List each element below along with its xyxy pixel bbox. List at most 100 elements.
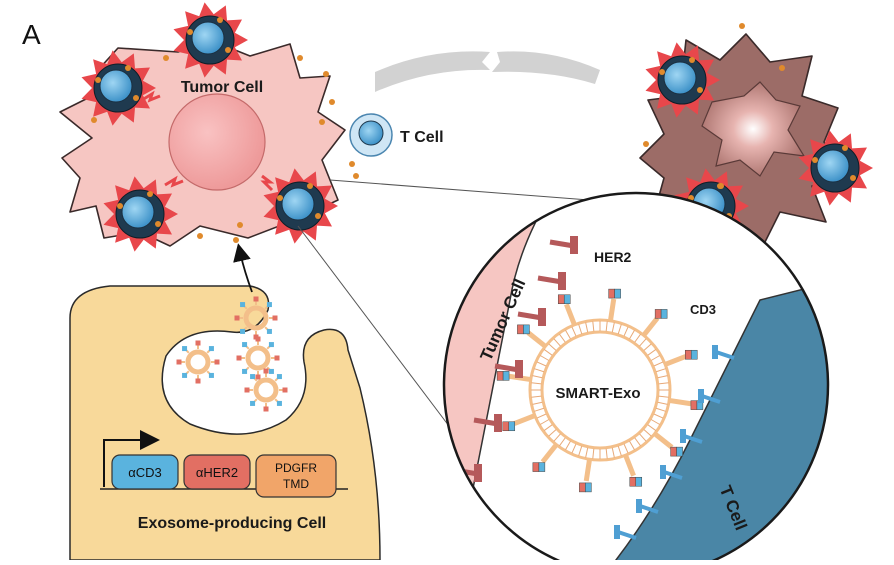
exosome-dot — [659, 69, 665, 75]
aher2-domain — [670, 446, 677, 457]
lipid-tail — [629, 440, 635, 451]
smart-exo-antibody — [653, 431, 683, 457]
lipid-tail — [531, 382, 542, 385]
cd3-stem — [663, 470, 683, 480]
exosome-dot — [217, 17, 223, 23]
lipid-tail — [647, 424, 657, 431]
cd3-stem — [617, 530, 637, 540]
her2-label: HER2 — [594, 249, 632, 265]
her2-head — [558, 272, 566, 290]
smart-exo-antibody — [502, 413, 536, 432]
engaged-t-cell — [645, 42, 720, 118]
pdgfr-stalk — [607, 298, 617, 322]
cd3-stem — [701, 394, 721, 404]
exosome-dot — [689, 57, 695, 63]
domain-aher2-label: αHER2 — [196, 465, 238, 480]
lipid-tail — [658, 395, 669, 398]
lipid-tail — [532, 401, 543, 405]
exosome-dot — [812, 157, 818, 163]
mini-exosome-scfv — [195, 378, 201, 384]
lipid-tail — [653, 413, 664, 419]
zoom-guide-bottom — [297, 225, 453, 431]
lipid-tail — [553, 338, 561, 347]
smart-exo-label: SMART-Exo — [555, 385, 640, 402]
lipid-tail — [536, 361, 547, 367]
lipid-tail — [536, 413, 547, 419]
smart-exo-antibody — [579, 458, 593, 493]
smart-exo-antibody — [664, 349, 698, 367]
lipid-tail — [565, 329, 571, 340]
mini-exosome-scfv — [182, 346, 188, 352]
her2-head — [494, 414, 502, 432]
lipid-tail — [605, 321, 608, 332]
exosome-dot — [315, 213, 321, 219]
cd3-stem — [683, 434, 703, 444]
acd3-domain — [538, 462, 546, 472]
exosome-dot — [353, 173, 359, 179]
engaged-t-cell — [173, 2, 248, 78]
mini-exosome-membrane — [253, 377, 279, 403]
lipid-tail — [578, 324, 583, 335]
acd3-domain — [635, 476, 643, 487]
mini-exosome-scfv — [266, 328, 272, 334]
t-cell-nucleus — [281, 187, 315, 221]
acd3-domain — [614, 288, 621, 299]
lipid-tail — [653, 361, 664, 367]
lipid-tail — [611, 447, 615, 458]
aher2-domain — [502, 421, 510, 432]
domain-tmd-label: TMD — [283, 477, 309, 491]
cd3-receptor — [698, 389, 721, 404]
zoom-inset: Tumor Cell T Cell HER2 CD3 SMART-Exo — [442, 191, 830, 565]
pdgfr-stalk — [623, 454, 636, 477]
exosome-dot — [125, 65, 131, 71]
exosome-dot — [277, 195, 283, 201]
mini-exosome-scfv — [255, 374, 261, 380]
exosome-dot — [329, 99, 335, 105]
mini-exosome-membrane — [245, 345, 271, 371]
lipid-tail — [634, 437, 641, 447]
producer-cell-label: Exosome-producing Cell — [138, 515, 326, 532]
exosome-inner-membrane — [540, 330, 660, 450]
promoter-arrow — [103, 430, 160, 487]
lipid-tail — [585, 447, 589, 458]
exosome-dot — [95, 77, 101, 83]
mini-exosome — [176, 340, 220, 384]
aher2-domain — [557, 294, 565, 305]
lipid-tail — [559, 437, 566, 447]
acd3-domain — [563, 294, 571, 305]
mini-exosome-membrane — [243, 305, 269, 331]
lipid-tail — [650, 419, 661, 425]
cd3-receptor — [614, 525, 637, 540]
mini-exosome-scfv — [263, 406, 269, 412]
t-cell-nucleus — [816, 149, 850, 183]
lipid-tail — [617, 445, 622, 456]
lipid-tail — [657, 401, 668, 405]
domain-aher2 — [183, 454, 251, 490]
lipid-tail — [655, 407, 666, 412]
lipid-tail — [617, 324, 622, 335]
fragmented-nucleus — [701, 81, 806, 177]
cd3-head — [660, 465, 666, 479]
exosome-dot — [133, 95, 139, 101]
lipid-tail — [650, 355, 661, 361]
mini-exosome-scfv — [214, 359, 220, 365]
exosome-dot — [117, 203, 123, 209]
mini-exosome-scfv — [244, 387, 250, 393]
domain-pdgfr-tmd — [255, 454, 337, 498]
cd3-head — [698, 389, 704, 403]
cd3-receptor — [636, 499, 659, 514]
lipid-tail — [647, 349, 657, 356]
lipid-tail — [565, 440, 571, 451]
pdgfr-stalk — [564, 303, 577, 326]
acd3-domain — [523, 324, 530, 335]
aher2-domain — [532, 462, 540, 472]
exosome-dot — [233, 237, 239, 243]
panel-label: A — [22, 19, 41, 50]
acd3-domain — [508, 421, 516, 432]
acd3-domain — [502, 371, 510, 381]
mini-exosome-scfv — [250, 374, 256, 380]
her2-receptor — [537, 272, 566, 290]
mini-exosome — [236, 336, 280, 380]
mini-exosome-membrane — [185, 349, 211, 375]
